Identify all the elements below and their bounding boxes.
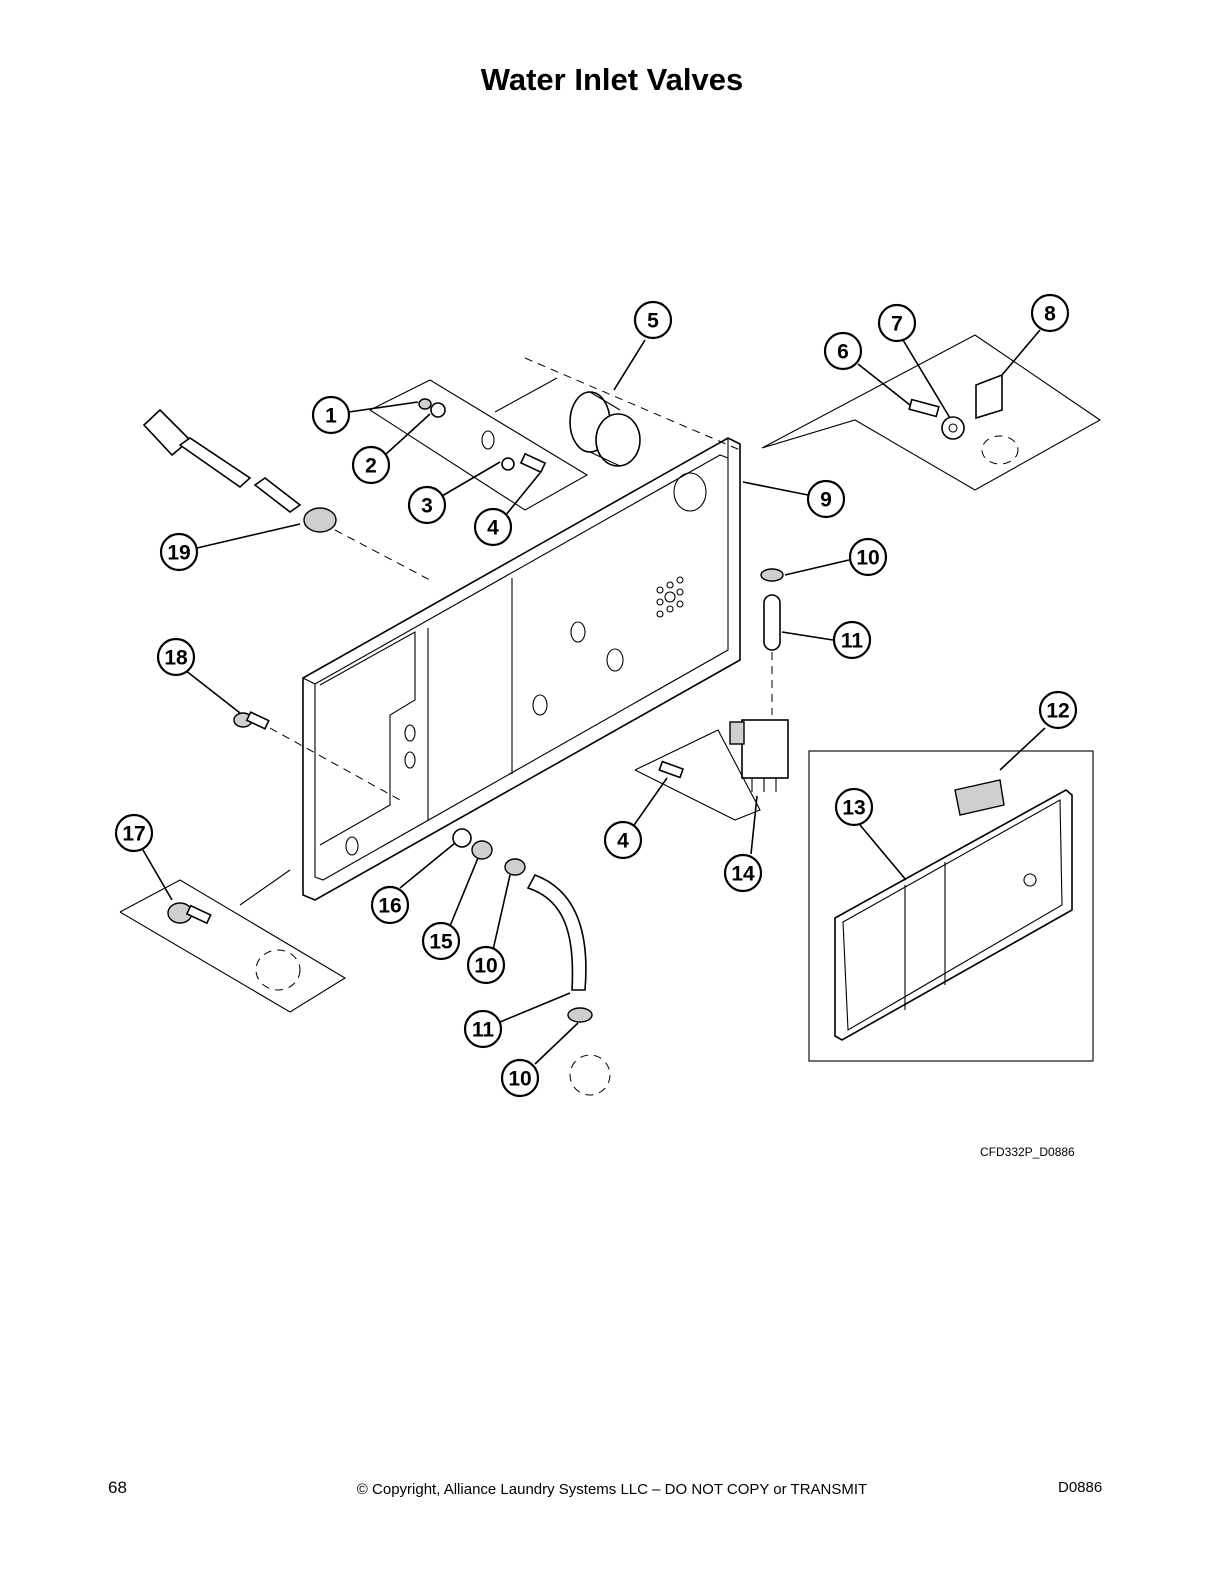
callout-label: 7 <box>891 313 903 336</box>
callout-label: 4 <box>487 517 499 540</box>
callout-10: 10 <box>848 537 888 577</box>
callout-1: 1 <box>311 395 351 435</box>
callout-label: 9 <box>820 489 832 512</box>
callout-label: 16 <box>378 895 401 918</box>
detail-box-lower-left <box>119 879 347 1013</box>
part-18-grommet <box>233 711 401 801</box>
screw-washer-group <box>418 398 547 474</box>
callout-16: 16 <box>370 885 410 925</box>
detail-box-lower-middle <box>634 729 761 821</box>
callout-label: 8 <box>1044 303 1056 326</box>
callout-label: 10 <box>856 547 879 570</box>
callout-label: 3 <box>421 495 433 518</box>
bolt-washer-clip <box>908 373 1019 465</box>
callout-label: 19 <box>167 542 190 565</box>
callout-label: 18 <box>164 647 188 670</box>
callout-4-lower: 4 <box>603 820 643 860</box>
callout-8: 8 <box>1030 293 1070 333</box>
copyright-notice: © Copyright, Alliance Laundry Systems LL… <box>356 1481 868 1498</box>
callout-label: 10 <box>508 1068 531 1091</box>
callout-label: 4 <box>617 830 629 853</box>
rear-panel <box>302 437 741 901</box>
detail-box-upper-left <box>369 379 589 511</box>
figure-code: CFD332P_D0886 <box>980 1145 1075 1159</box>
callout-label: 1 <box>325 405 337 428</box>
callout-14: 14 <box>723 853 763 893</box>
detail-box-right <box>761 334 1102 491</box>
callout-label: 5 <box>647 310 659 333</box>
callout-label: 14 <box>731 863 755 886</box>
callout-18: 18 <box>156 637 196 677</box>
document-id: D0886 <box>1058 1479 1103 1496</box>
callout-5: 5 <box>633 300 673 340</box>
callout-13: 13 <box>834 787 874 827</box>
callout-label: 10 <box>474 955 497 978</box>
callout-label: 11 <box>472 1019 495 1042</box>
callout-15: 15 <box>421 921 461 961</box>
page-title: Water Inlet Valves <box>480 62 744 97</box>
callout-label: 6 <box>837 341 849 364</box>
leader-lines <box>142 329 1046 1065</box>
callout-12: 12 <box>1038 690 1078 730</box>
callout-label: 2 <box>365 455 377 478</box>
callout-4: 4 <box>473 507 513 547</box>
callout-2: 2 <box>351 445 391 485</box>
callout-3: 3 <box>407 485 447 525</box>
callout-19: 19 <box>159 532 199 572</box>
part-19-inlet-hose <box>142 408 431 581</box>
callout-10-lower: 10 <box>500 1058 540 1098</box>
part-5-bearing <box>569 391 641 467</box>
vent-holes <box>656 576 684 618</box>
valve-hose-right <box>729 568 789 792</box>
callout-label: 17 <box>122 823 145 846</box>
callout-10-middle: 10 <box>466 945 506 985</box>
callout-6: 6 <box>823 331 863 371</box>
callout-11: 11 <box>832 620 872 660</box>
inset-detail <box>808 750 1094 1062</box>
callout-label: 12 <box>1046 700 1069 723</box>
callout-9: 9 <box>806 479 846 519</box>
callout-label: 13 <box>842 797 865 820</box>
callout-17: 17 <box>114 813 154 853</box>
page-number: 68 <box>108 1478 127 1497</box>
callout-label: 15 <box>429 931 453 954</box>
callout-11-lower: 11 <box>463 1009 503 1049</box>
callout-label: 11 <box>841 630 864 653</box>
callout-7: 7 <box>877 303 917 343</box>
lower-hose-assembly <box>452 828 611 1096</box>
